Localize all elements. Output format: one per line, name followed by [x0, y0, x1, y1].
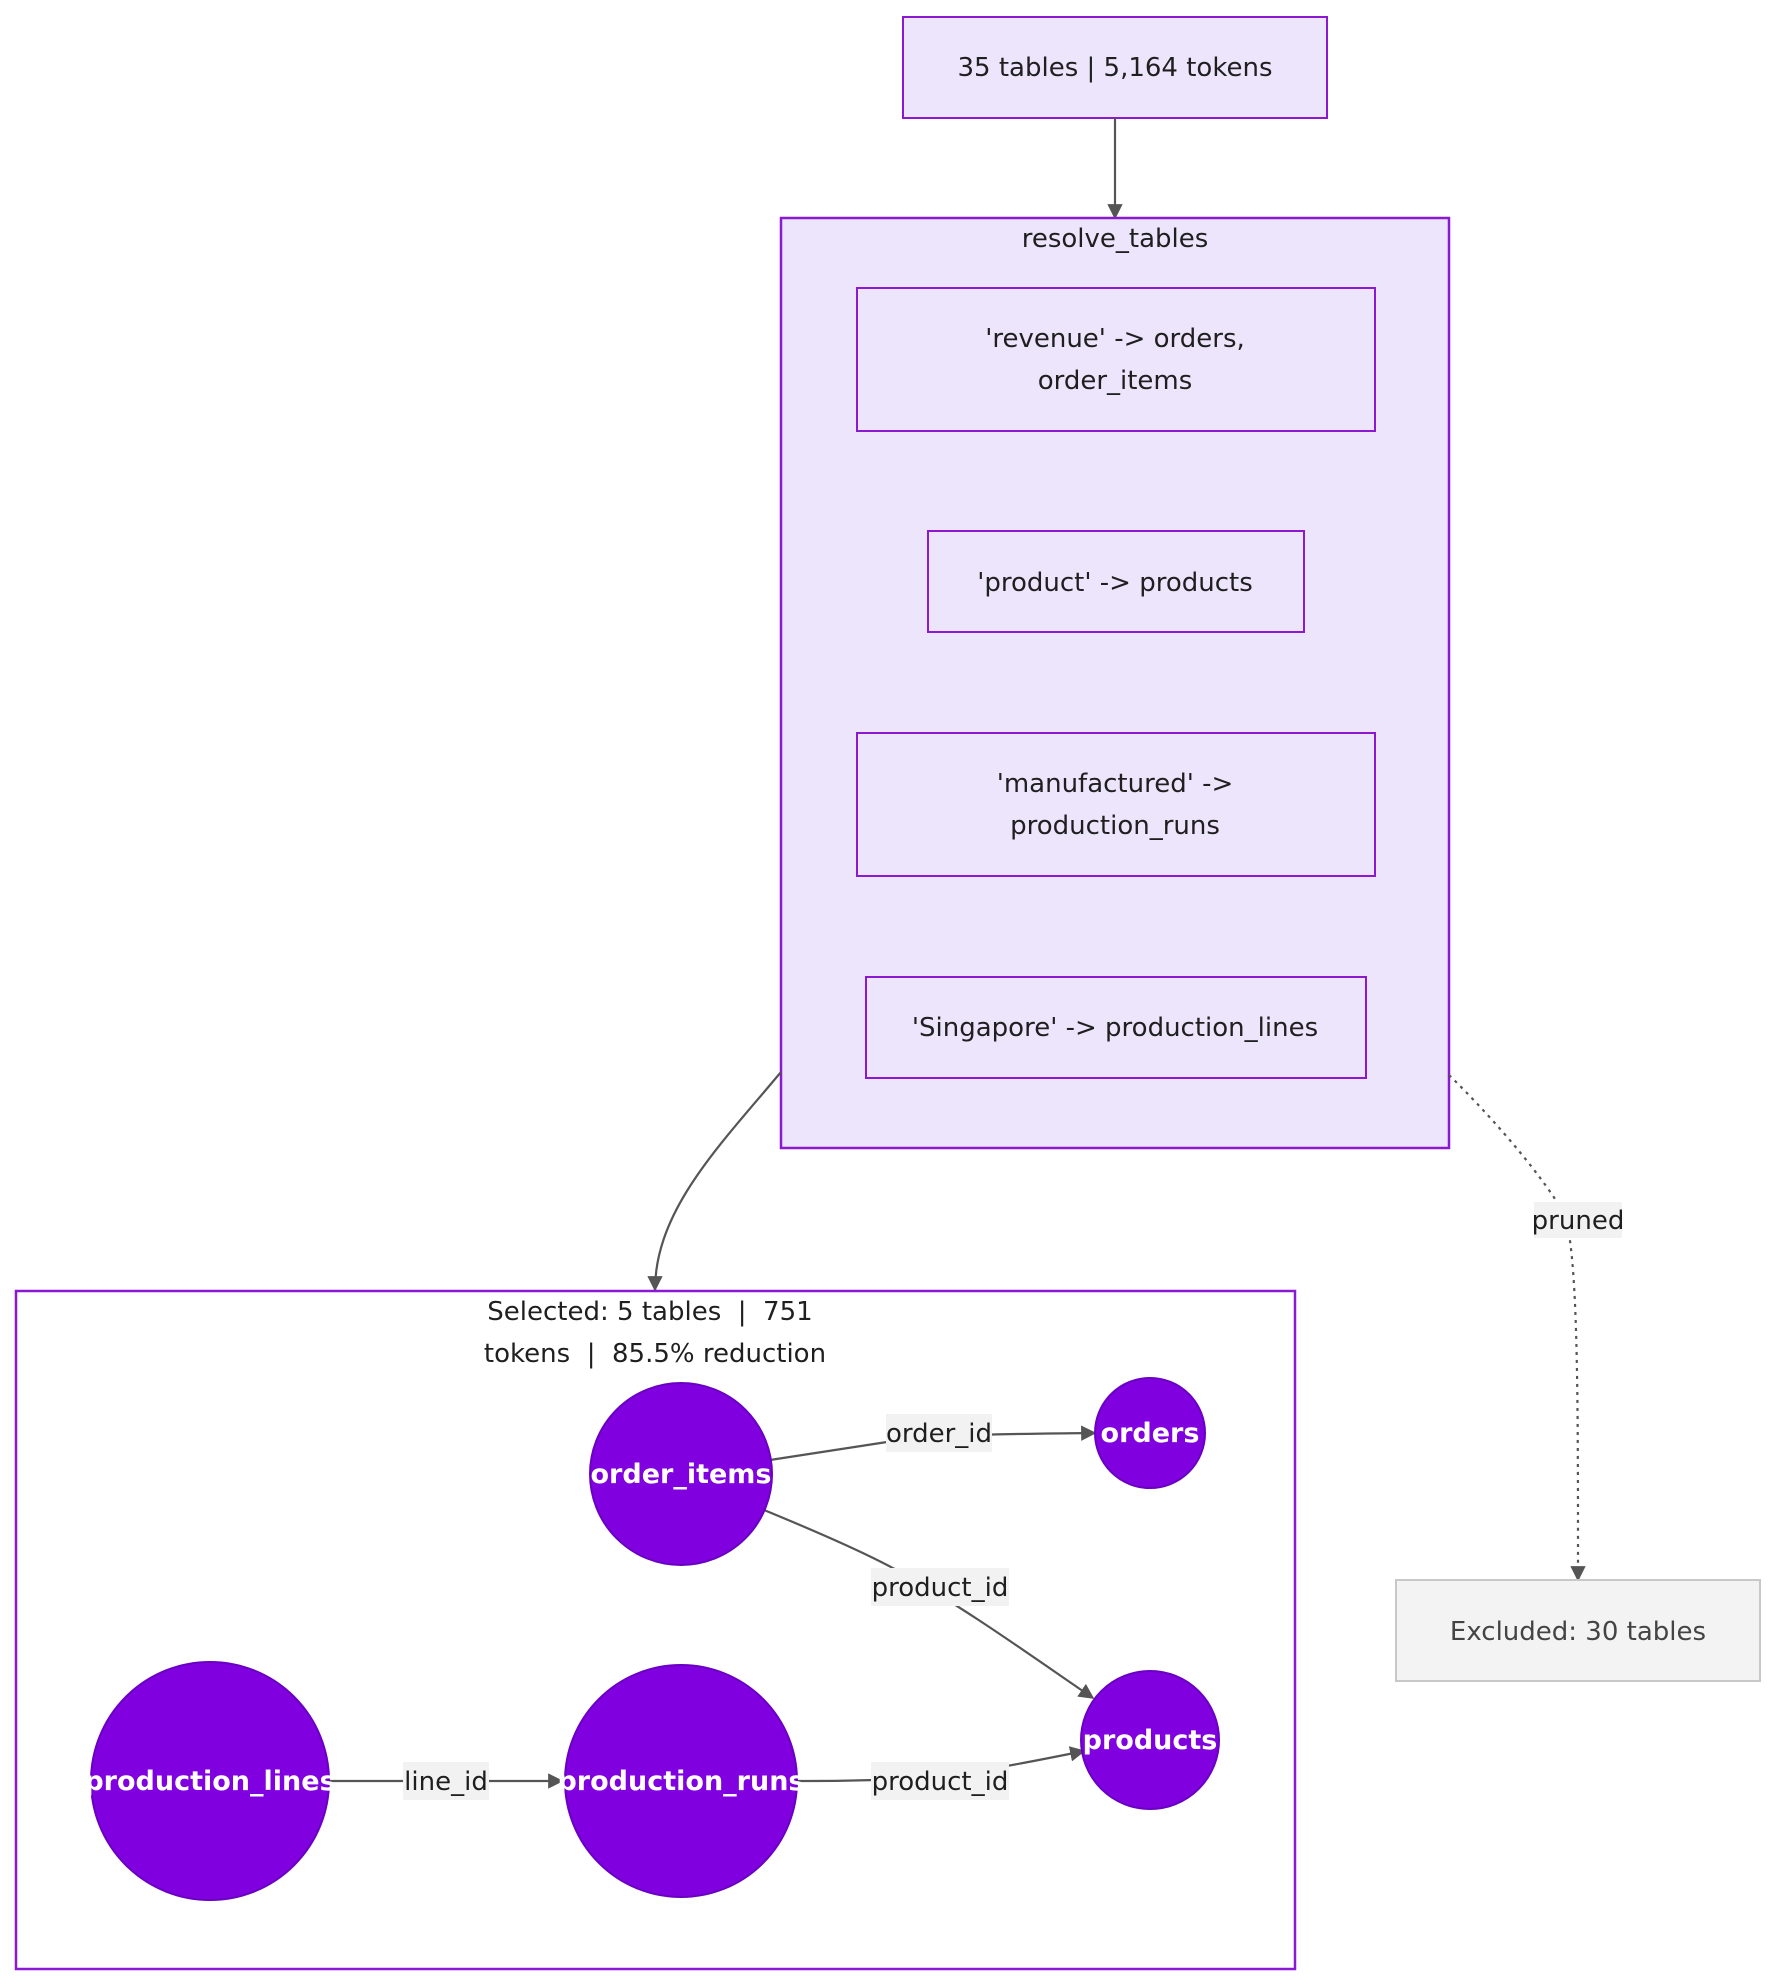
table-node-order-items-label: order_items [591, 1459, 772, 1490]
table-node-production-runs-label: production_runs [557, 1766, 804, 1797]
resolve-item-revenue-line1: 'revenue' -> orders, [985, 324, 1245, 354]
excluded-node[interactable]: Excluded: 30 tables [1395, 1579, 1761, 1682]
excluded-node-label: Excluded: 30 tables [1450, 1617, 1706, 1647]
source-node-label: 35 tables | 5,164 tokens [958, 53, 1273, 83]
selected-title-line1: Selected: 5 tables | 751 [487, 1297, 812, 1327]
table-node-products-label: products [1083, 1725, 1218, 1756]
selected-title-line2: tokens | 85.5% reduction [484, 1339, 826, 1369]
resolve-item-revenue[interactable]: 'revenue' -> orders, order_items [856, 287, 1376, 432]
resolve-item-product-label: 'product' -> products [977, 568, 1253, 598]
table-node-production-lines[interactable]: production_lines [84, 1661, 336, 1901]
table-node-production-lines-label: production_lines [84, 1766, 335, 1797]
resolve-item-manufactured-line2: production_runs [1010, 811, 1220, 841]
resolve-item-singapore-label: 'Singapore' -> production_lines [912, 1013, 1318, 1043]
edge-label-product-id-top: product_id [871, 1568, 1009, 1606]
source-node[interactable]: 35 tables | 5,164 tokens [902, 16, 1328, 119]
edge-label-product-id-bottom: product_id [871, 1762, 1009, 1800]
edge-label-line-id-text: line_id [404, 1767, 488, 1797]
table-node-products[interactable]: products [1080, 1670, 1220, 1810]
resolve-item-revenue-line2: order_items [1038, 366, 1193, 396]
table-node-orders[interactable]: orders [1094, 1377, 1206, 1489]
edge-pruned [1448, 1074, 1586, 1582]
pruned-label-text: pruned [1532, 1206, 1625, 1236]
edge-label-order-id-text: order_id [886, 1419, 992, 1449]
resolve-item-manufactured-line1: 'manufactured' -> [997, 769, 1234, 799]
resolve-item-product[interactable]: 'product' -> products [927, 530, 1305, 633]
edge-label-product-id-bottom-text: product_id [872, 1767, 1009, 1797]
table-node-order-items[interactable]: order_items [589, 1382, 773, 1566]
table-node-production-runs[interactable]: production_runs [557, 1664, 805, 1898]
edge-label-order-id: order_id [886, 1414, 992, 1452]
table-node-orders-label: orders [1101, 1418, 1200, 1449]
resolve-item-singapore[interactable]: 'Singapore' -> production_lines [865, 976, 1367, 1079]
edge-resolve-to-selected [647, 1071, 782, 1292]
edge-label-line-id: line_id [403, 1762, 489, 1800]
edge-label-product-id-top-text: product_id [872, 1573, 1009, 1603]
resolve-tables-title: resolve_tables [1022, 224, 1209, 254]
resolve-item-manufactured[interactable]: 'manufactured' -> production_runs [856, 732, 1376, 877]
pruned-edge-label: pruned [1532, 1202, 1625, 1238]
